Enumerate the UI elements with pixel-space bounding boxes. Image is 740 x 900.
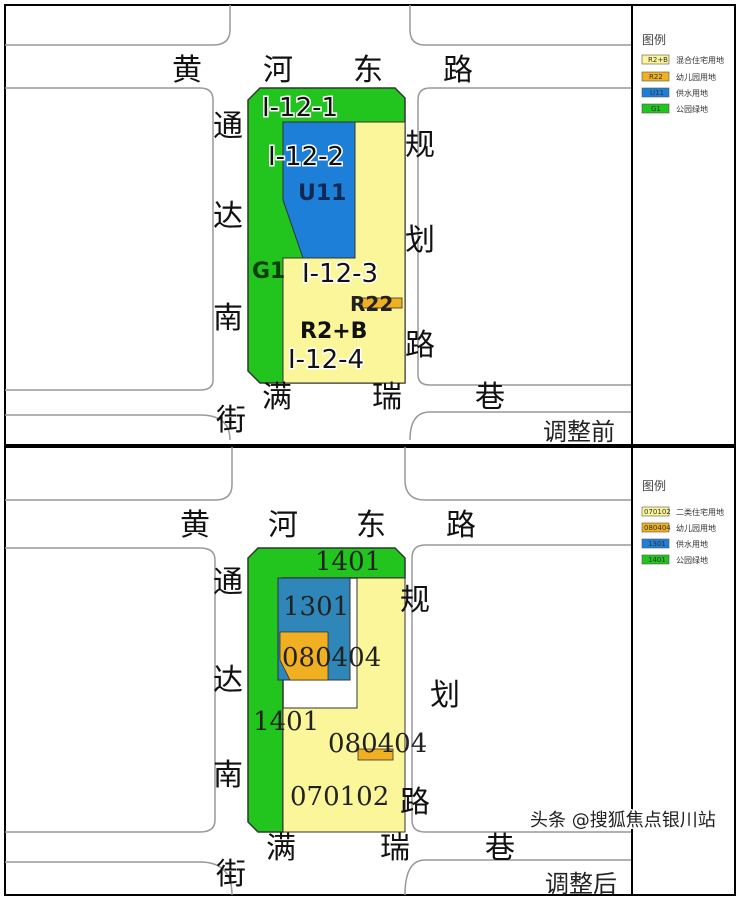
svg-text:供水用地: 供水用地	[676, 88, 708, 98]
road-name-south: 满 瑞 巷	[266, 831, 515, 866]
parcel-water-supply	[282, 121, 356, 259]
svg-text:满: 满	[266, 831, 296, 866]
parcel-code: I-12-3	[302, 259, 378, 289]
svg-text:瑞: 瑞	[372, 380, 402, 415]
legend-after: 图例 070102 二类住宅用地 080404 幼儿园用地 1301 供水用地 140…	[631, 446, 736, 896]
svg-text:R2+B: R2+B	[648, 56, 668, 64]
svg-text:达: 达	[213, 199, 243, 234]
watermark: 头条 @搜狐焦点银川站	[530, 810, 716, 831]
svg-text:通: 通	[213, 565, 243, 600]
svg-text:巷: 巷	[485, 831, 515, 866]
legend-item: G1 公园绿地	[641, 103, 708, 114]
road-lines	[5, 447, 632, 896]
stage-label: 调整前	[543, 418, 615, 446]
svg-text:东: 东	[356, 508, 386, 543]
svg-text:二类住宅用地: 二类住宅用地	[676, 507, 724, 517]
parcel-code: G1	[252, 259, 285, 284]
parcel-code: 1401	[315, 547, 381, 577]
parcel-code: R22	[350, 292, 393, 316]
svg-text:河: 河	[268, 508, 298, 543]
svg-text:规: 规	[400, 583, 430, 618]
parcel-code: 080404	[282, 643, 381, 673]
road-lines	[5, 5, 632, 441]
svg-text:路: 路	[400, 785, 430, 820]
legend-item: 070102 二类住宅用地	[641, 506, 724, 517]
svg-text:R22: R22	[649, 73, 663, 81]
svg-text:街: 街	[216, 857, 246, 892]
parcel-code: I-12-4	[288, 345, 364, 375]
legend-item: U11 供水用地	[641, 87, 708, 98]
parcel-park-1401	[247, 547, 406, 833]
svg-text:东: 东	[353, 53, 383, 88]
parcel-code: U11	[298, 181, 346, 206]
svg-text:图例: 图例	[642, 479, 666, 493]
svg-text:幼儿园用地: 幼儿园用地	[676, 72, 716, 82]
svg-text:河: 河	[263, 53, 293, 88]
svg-text:南: 南	[213, 301, 243, 336]
svg-text:街: 街	[216, 403, 246, 438]
road-name-east: 规 划 路	[400, 583, 460, 820]
svg-text:黄: 黄	[180, 508, 210, 543]
svg-text:幼儿园用地: 幼儿园用地	[676, 523, 716, 533]
svg-text:U11: U11	[650, 89, 664, 97]
stage-label: 调整后	[545, 870, 617, 898]
legend-item: 1401 公园绿地	[641, 554, 708, 565]
svg-text:划: 划	[405, 223, 435, 258]
svg-text:划: 划	[430, 678, 460, 713]
svg-text:公园绿地: 公园绿地	[676, 104, 708, 114]
map-before: I-12-1 I-12-2 U11 G1 I-12-3 R22 R2+B I-1…	[4, 4, 736, 446]
svg-text:达: 达	[213, 663, 243, 698]
svg-text:1301: 1301	[648, 540, 666, 548]
road-name-east: 规 划 路	[405, 128, 435, 363]
svg-text:路: 路	[405, 328, 435, 363]
parcel-code: 070102	[290, 782, 389, 812]
svg-text:070102: 070102	[644, 508, 671, 516]
svg-text:路: 路	[443, 53, 473, 88]
parcel-code: I-12-1	[262, 93, 338, 123]
svg-text:080404: 080404	[644, 524, 671, 532]
svg-text:G1: G1	[651, 105, 661, 113]
legend-before: 图例 R2+B 混合住宅用地 R22 幼儿园用地 U11 供水用地 G1 公园绿地	[631, 4, 736, 446]
parcel-code: 1401	[253, 707, 319, 737]
road-name-west: 通 达 南 街	[213, 109, 246, 438]
legend-item: R22 幼儿园用地	[641, 71, 716, 82]
parcel-kindergarten-080404	[357, 748, 394, 761]
parcel-code: I-12-2	[268, 142, 344, 172]
legend-item: R2+B 混合住宅用地	[641, 54, 724, 65]
map-after: 1401 1301 080404 1401 080404 070102 黄 河 …	[4, 446, 736, 898]
parcel-kindergarten	[361, 297, 403, 309]
svg-text:路: 路	[446, 508, 476, 543]
parcel-kindergarten-080404	[279, 631, 329, 681]
svg-text:黄: 黄	[172, 53, 202, 88]
parcel-residential-070102	[282, 577, 406, 833]
svg-text:南: 南	[213, 758, 243, 793]
road-name-west: 通 达 南 街	[213, 565, 246, 892]
svg-text:满: 满	[262, 380, 292, 415]
svg-text:图例: 图例	[642, 33, 666, 47]
road-name-north: 黄 河 东 路	[180, 508, 476, 543]
svg-text:公园绿地: 公园绿地	[676, 555, 708, 565]
road-name-north: 黄 河 东 路	[172, 53, 473, 88]
svg-text:1401: 1401	[648, 556, 666, 564]
road-name-south: 满 瑞 巷	[262, 380, 505, 415]
svg-text:通: 通	[213, 109, 243, 144]
svg-text:瑞: 瑞	[380, 831, 410, 866]
parcel-code: 080404	[328, 729, 427, 759]
svg-text:规: 规	[405, 128, 435, 163]
parcel-code: 1301	[283, 592, 349, 622]
legend-item: 1301 供水用地	[641, 538, 708, 549]
svg-text:混合住宅用地: 混合住宅用地	[676, 55, 724, 65]
parcel-code: R2+B	[300, 319, 367, 344]
svg-text:供水用地: 供水用地	[676, 539, 708, 549]
svg-text:巷: 巷	[475, 380, 505, 415]
legend-item: 080404 幼儿园用地	[641, 522, 716, 533]
